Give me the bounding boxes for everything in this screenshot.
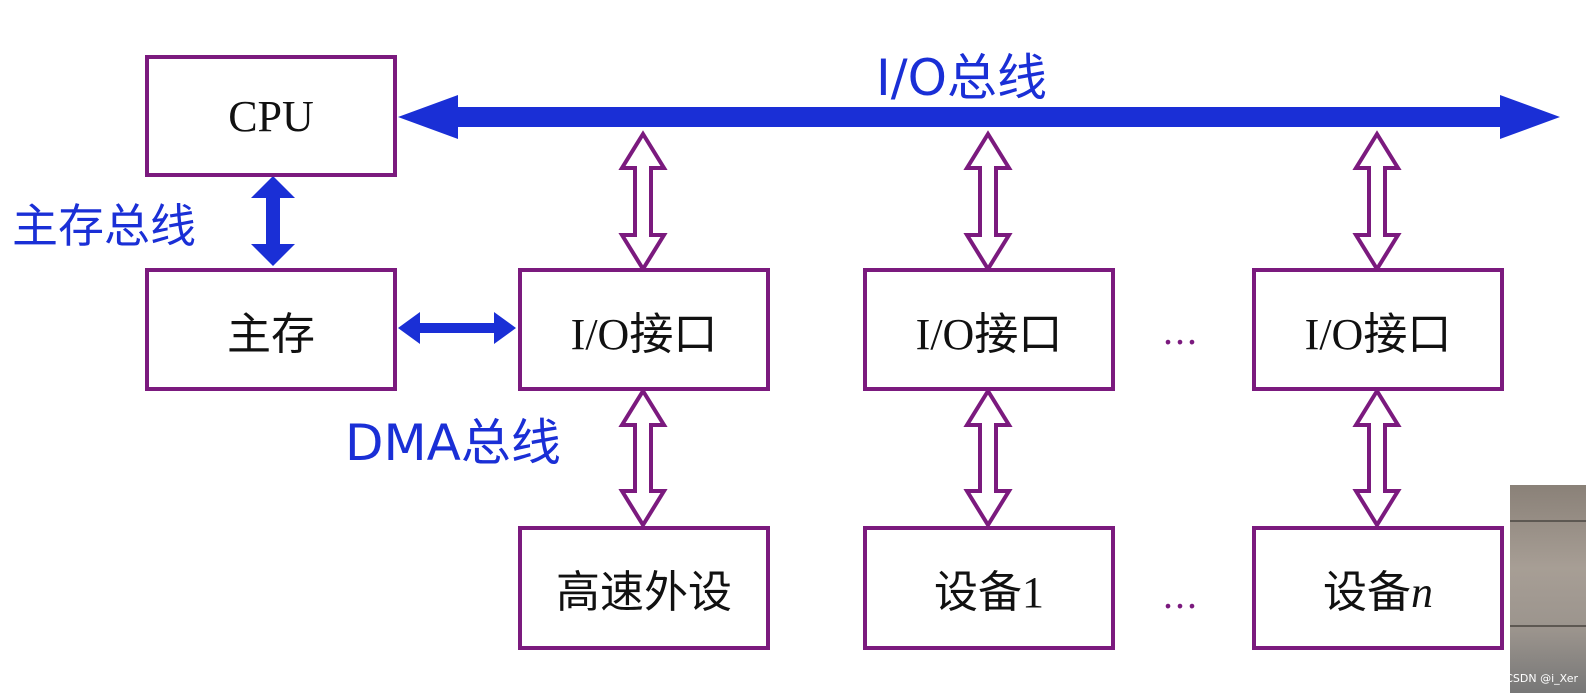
io-interface-2-box: I/O接口 bbox=[863, 268, 1115, 391]
ellipsis-interfaces: … bbox=[1162, 312, 1202, 353]
high-speed-peripheral-arrow bbox=[618, 387, 668, 529]
corner-photo-edge bbox=[1510, 520, 1586, 522]
main-memory-bus-arrow bbox=[251, 176, 295, 266]
device-n-variable: n bbox=[1411, 568, 1433, 617]
high-speed-peripheral-label: 高速外设 bbox=[556, 568, 732, 617]
io-interface-1-bus-arrow bbox=[618, 130, 668, 273]
dma-bus-label: DMA总线 bbox=[345, 414, 561, 472]
device-n-arrow bbox=[1352, 387, 1402, 529]
high-speed-peripheral-box: 高速外设 bbox=[518, 526, 770, 650]
io-interface-1-label: I/O接口 bbox=[570, 309, 718, 359]
io-interface-n-bus-arrow bbox=[1352, 130, 1402, 273]
device-1-arrow bbox=[963, 387, 1013, 529]
device-n-box: 设备n bbox=[1252, 526, 1504, 650]
device-1-label: 设备1 bbox=[934, 568, 1044, 617]
io-interface-n-label: I/O接口 bbox=[1304, 309, 1452, 359]
dma-bus-arrow bbox=[398, 312, 516, 344]
io-bus-label: I/O总线 bbox=[876, 49, 1047, 107]
main-memory-bus-label: 主存总线 bbox=[12, 199, 196, 253]
io-interface-1-box: I/O接口 bbox=[518, 268, 770, 391]
device-n-prefix: 设备 bbox=[1323, 568, 1411, 617]
cpu-box: CPU bbox=[145, 55, 397, 177]
cpu-label: CPU bbox=[228, 91, 314, 141]
io-bus-arrow bbox=[398, 95, 1560, 139]
main-memory-label: 主存 bbox=[227, 309, 315, 359]
watermark: CSDN @i_Xer bbox=[1505, 672, 1578, 685]
main-memory-box: 主存 bbox=[145, 268, 397, 391]
device-1-box: 设备1 bbox=[863, 526, 1115, 650]
io-interface-2-bus-arrow bbox=[963, 130, 1013, 273]
io-interface-2-label: I/O接口 bbox=[915, 309, 1063, 359]
corner-photo-edge-2 bbox=[1510, 625, 1586, 627]
corner-photo bbox=[1510, 485, 1586, 693]
device-n-label: 设备n bbox=[1323, 556, 1433, 620]
ellipsis-devices: … bbox=[1162, 576, 1202, 617]
io-interface-n-box: I/O接口 bbox=[1252, 268, 1504, 391]
